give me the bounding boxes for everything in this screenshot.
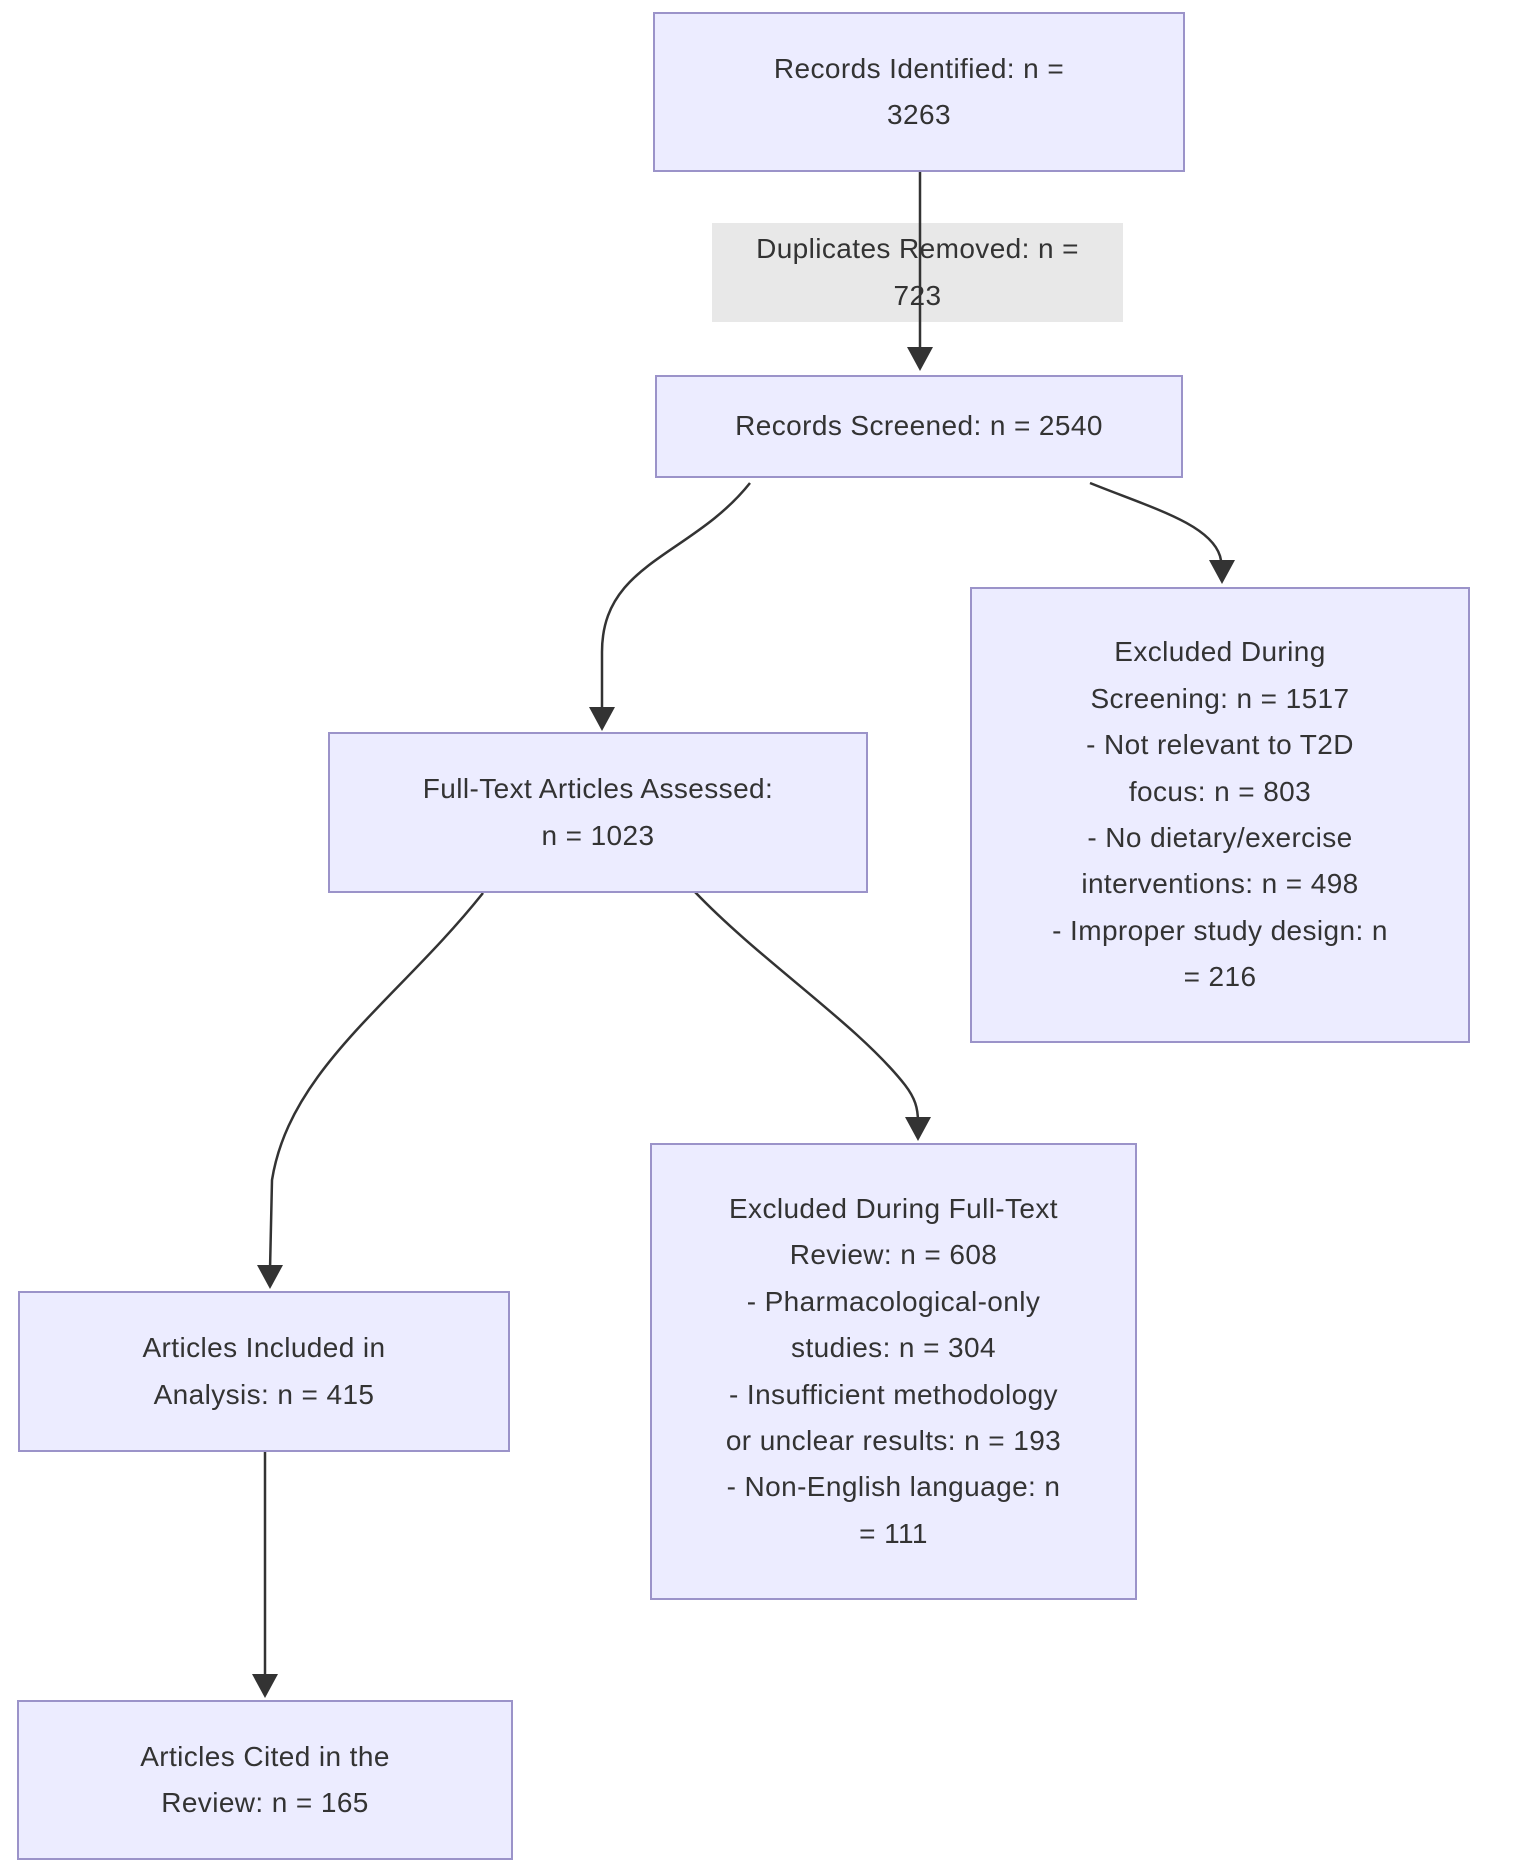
- arrowhead: [589, 707, 615, 731]
- node-text: Records Screened: n = 2540: [735, 410, 1103, 442]
- edge-screened-to-fulltext: [589, 482, 751, 731]
- node-text: Excluded During Screening: n = 1517 - No…: [1052, 636, 1388, 993]
- node-records-screened: Records Screened: n = 2540: [655, 375, 1183, 478]
- node-text: Articles Included in Analysis: n = 415: [142, 1332, 386, 1410]
- node-articles-cited-in-review: Articles Cited in the Review: n = 165: [17, 1700, 513, 1860]
- arrowhead: [252, 1674, 278, 1698]
- node-records-identified: Records Identified: n = 3263: [653, 12, 1185, 172]
- edge-label-text: Duplicates Removed: n = 723: [756, 233, 1079, 311]
- arrowhead: [1209, 560, 1235, 584]
- node-excluded-during-screening: Excluded During Screening: n = 1517 - No…: [970, 587, 1470, 1043]
- edge-screened-to-excluded-screening: [1089, 481, 1235, 584]
- edge-identified-to-screened: [907, 172, 933, 371]
- node-articles-included-in-analysis: Articles Included in Analysis: n = 415: [18, 1291, 510, 1452]
- edge-fulltext-to-excluded-fulltext: [694, 891, 931, 1141]
- node-text: Records Identified: n = 3263: [773, 52, 1065, 130]
- edge-included-to-cited: [252, 1452, 278, 1698]
- arrowhead: [907, 347, 933, 371]
- arrowhead: [905, 1117, 931, 1141]
- node-excluded-during-fulltext-review: Excluded During Full-Text Review: n = 60…: [650, 1143, 1137, 1600]
- node-text: Excluded During Full-Text Review: n = 60…: [725, 1192, 1062, 1549]
- arrowhead: [257, 1265, 283, 1289]
- node-text: Articles Cited in the Review: n = 165: [140, 1740, 390, 1818]
- node-fulltext-articles-assessed: Full-Text Articles Assessed: n = 1023: [328, 732, 868, 893]
- node-text: Full-Text Articles Assessed: n = 1023: [422, 773, 774, 851]
- edge-fulltext-to-included: [257, 892, 484, 1289]
- edge-label-duplicates-removed: Duplicates Removed: n = 723: [712, 223, 1123, 322]
